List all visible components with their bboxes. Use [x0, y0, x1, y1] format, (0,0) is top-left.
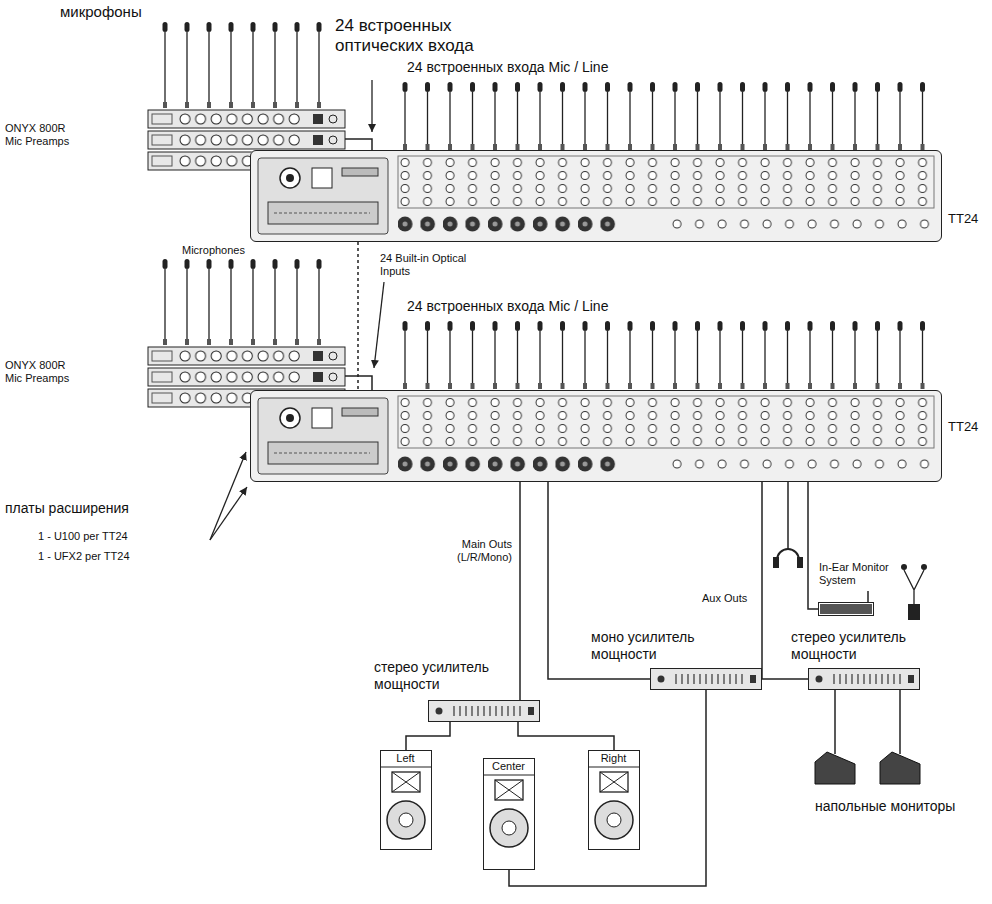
note: 1 - U100 per TT24: [38, 530, 128, 543]
speaker-face: [483, 775, 535, 847]
microphone-row: [403, 321, 926, 389]
preamp-rack: ONYX 800R Mic Preamps: [148, 108, 345, 170]
mixer: TT24: [250, 390, 942, 482]
group-label: Microphones: [182, 244, 245, 257]
headphones: [797, 557, 803, 568]
device-label: ONYX 800R Mic Preamps: [5, 122, 85, 148]
device-label: ONYX 800R Mic Preamps: [5, 359, 85, 385]
cable: [519, 482, 521, 700]
cable: [518, 722, 614, 750]
monitor-cable: [899, 690, 901, 754]
mixer: TT24: [250, 150, 942, 242]
preamp-unit: [148, 110, 345, 128]
speaker-label: Right: [601, 752, 627, 765]
cable-label: Main Outs (L/R/Mono): [440, 538, 514, 564]
note: 1 - UFX2 per TT24: [38, 550, 130, 563]
device-label: In-Ear Monitor System: [819, 561, 897, 587]
headphone-cable: [787, 482, 789, 549]
earphone-cable: [904, 570, 924, 604]
speaker: Left: [380, 750, 432, 850]
link-cable: [357, 242, 359, 390]
callout-arrow: [371, 80, 372, 132]
transmitter-body: [820, 604, 872, 614]
device-label: моно усилитель мощности: [591, 629, 741, 663]
microphone-row: [163, 22, 322, 108]
speaker-face: [380, 767, 432, 839]
group-label: 24 встроенных входа Mic / Line: [407, 298, 608, 315]
cable: [509, 690, 706, 886]
preamp-unit: [148, 347, 345, 365]
callout-label: 24 Built-in Optical Inputs: [380, 252, 475, 278]
group-label: 24 встроенных входа Mic / Line: [407, 59, 608, 76]
floor-monitor: [815, 752, 855, 784]
speaker: Right: [588, 750, 640, 850]
mixer-panel: [250, 390, 942, 482]
device-label: стерео усилитель мощности: [374, 659, 514, 693]
preamp-unit: [148, 368, 345, 386]
earphone: [901, 564, 907, 570]
cable-label: Aux Outs: [700, 592, 749, 605]
amplifier-front: [428, 700, 540, 722]
callout-label: 24 встроенных оптических входа: [335, 16, 475, 56]
device-label: стерео усилитель мощности: [791, 629, 941, 663]
amplifier-front: [650, 668, 762, 690]
cable: [406, 722, 450, 750]
in-ear-transmitter: In-Ear Monitor System: [818, 602, 874, 616]
cable: [345, 139, 372, 150]
amplifier-front: [808, 668, 920, 690]
device-label: TT24: [948, 211, 978, 227]
microphone-row: [403, 82, 926, 150]
callout-label: платы расширения: [5, 500, 129, 517]
headphones: [777, 549, 799, 560]
speaker-face: [588, 767, 640, 839]
preamp-unit: [148, 131, 345, 149]
mixer-panel: [250, 150, 942, 242]
speaker-label: Center: [492, 760, 525, 773]
earphone: [921, 564, 927, 570]
group-label: микрофоны: [60, 3, 142, 21]
callout-arrow: [374, 282, 384, 368]
bodypack-receiver: [908, 604, 920, 620]
preamp-rack: ONYX 800R Mic Preamps: [148, 345, 345, 407]
antenna: [867, 591, 869, 602]
speaker-label: Left: [396, 752, 414, 765]
cable: [808, 482, 818, 609]
headphones: [773, 557, 779, 568]
power-amplifier: стерео усилитель мощности: [808, 668, 920, 690]
device-label: TT24: [948, 419, 978, 435]
speaker: Center: [483, 758, 535, 870]
microphone-row: [163, 259, 322, 345]
power-amplifier: стерео усилитель мощности: [428, 700, 540, 722]
power-amplifier: моно усилитель мощности: [650, 668, 762, 690]
floor-monitor: [880, 752, 920, 784]
monitor-cable: [834, 690, 836, 754]
callout-arrow: [210, 452, 246, 540]
group-label: напольные мониторы: [815, 798, 965, 815]
